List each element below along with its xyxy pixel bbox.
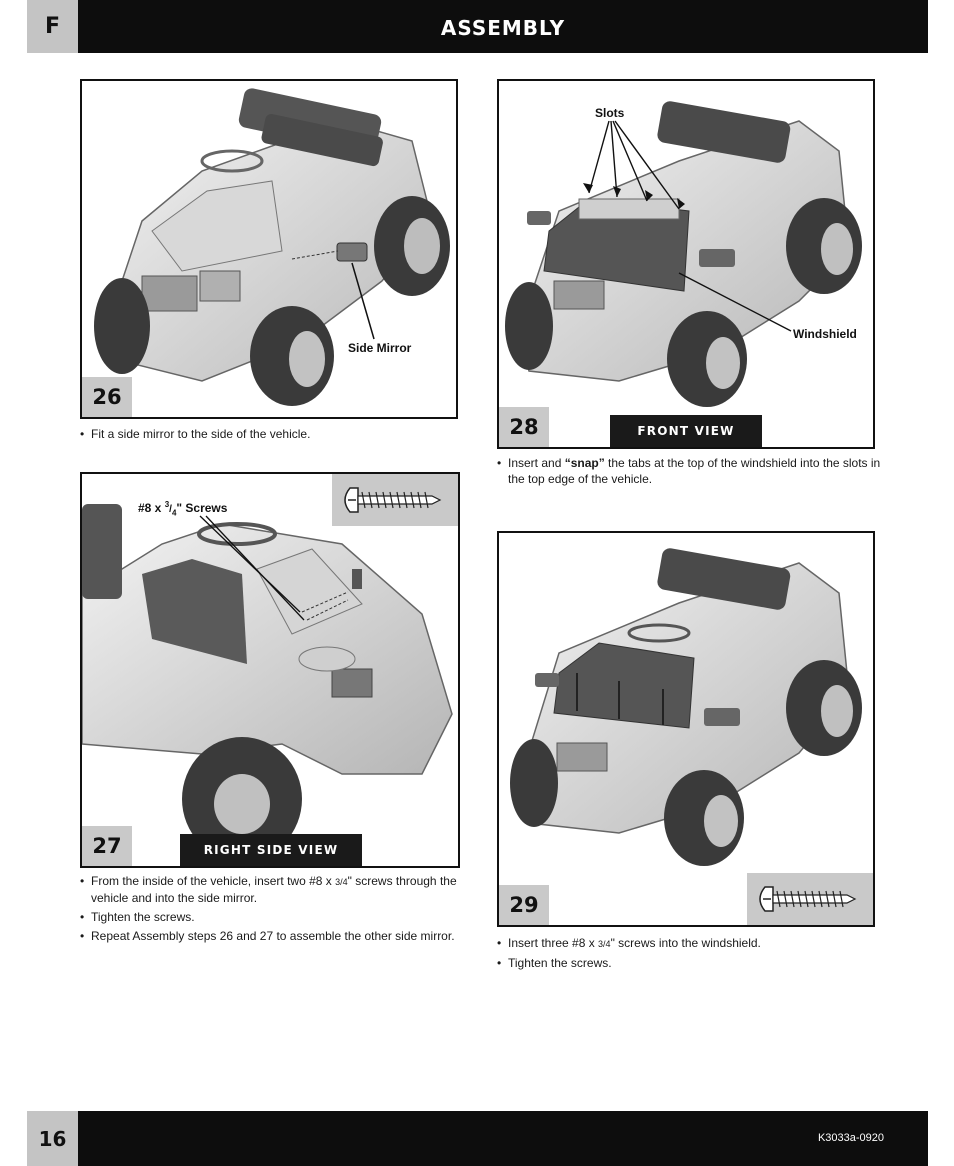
instructions-step-27: From the inside of the vehicle, insert t…: [80, 873, 465, 947]
screw-icon: [344, 487, 442, 513]
view-label-right-side: RIGHT SIDE VIEW: [180, 834, 362, 866]
callout-slots: Slots: [595, 106, 625, 120]
figure-step-27: #8 x 3/4" Screws 27 RIGHT SIDE VIEW: [80, 472, 460, 868]
figure-step-29: 29: [497, 531, 875, 927]
step-number-28: 28: [499, 407, 549, 447]
figure-step-28: Slots Windshield 28 FRONT VIEW: [497, 79, 875, 449]
list-item: Fit a side mirror to the side of the veh…: [80, 426, 460, 442]
step-number-29: 29: [499, 885, 549, 925]
instructions-step-29: Insert three #8 x 3/4" screws into the w…: [497, 935, 882, 974]
page-title: ASSEMBLY: [440, 16, 566, 40]
section-letter: F: [27, 0, 78, 53]
callout-side-mirror: Side Mirror: [348, 341, 412, 355]
callout-fraction-num: 3: [164, 500, 170, 509]
list-item: Tighten the screws.: [497, 955, 882, 971]
vehicle-illustration-26: [94, 88, 450, 406]
screw-hardware-box-29: [747, 873, 873, 925]
callout-fraction-den: 4: [171, 508, 177, 518]
list-item: Repeat Assembly steps 26 and 27 to assem…: [80, 928, 465, 944]
step-number-26: 26: [82, 377, 132, 417]
list-item: From the inside of the vehicle, insert t…: [80, 873, 465, 906]
figure-step-26: Side Mirror 26: [80, 79, 458, 419]
page-number: 16: [27, 1111, 78, 1166]
list-item: Tighten the screws.: [80, 909, 465, 925]
callout-screws-27: #8 x 3/4" Screws: [138, 500, 228, 518]
screw-icon: [759, 886, 857, 912]
callout-screws-suffix: " Screws: [176, 501, 228, 515]
vehicle-illustration-29: [510, 548, 862, 866]
step-number-27: 27: [82, 826, 132, 866]
vehicle-illustration-28: [505, 101, 862, 407]
callout-screws-prefix: #8 x: [138, 501, 165, 515]
view-label-front: FRONT VIEW: [610, 415, 762, 447]
callout-windshield: Windshield: [793, 327, 857, 341]
document-code: K3033a-0920: [817, 1132, 884, 1144]
screw-hardware-box-27: [332, 474, 458, 526]
instructions-step-26: Fit a side mirror to the side of the veh…: [80, 426, 460, 445]
list-item: Insert and “snap” the tabs at the top of…: [497, 455, 882, 487]
footer-bar: [27, 1111, 928, 1166]
vehicle-illustration-27: [82, 504, 453, 861]
header-bar: [27, 0, 928, 53]
instructions-step-28: Insert and “snap” the tabs at the top of…: [497, 455, 882, 490]
list-item: Insert three #8 x 3/4" screws into the w…: [497, 935, 882, 952]
